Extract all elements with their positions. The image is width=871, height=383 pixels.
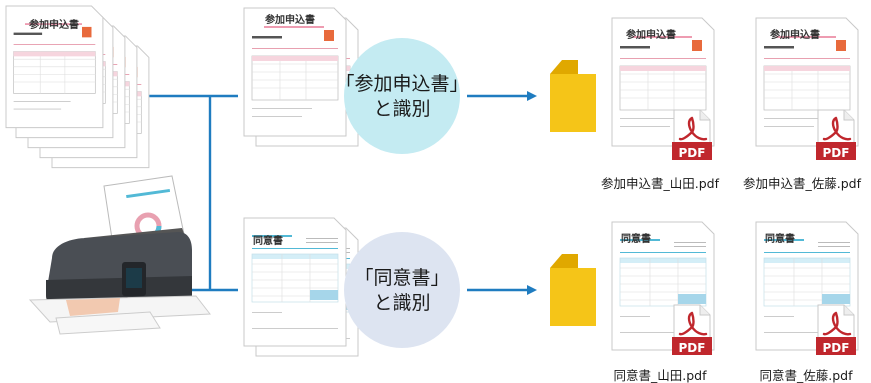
application-classify-line1: 「参加申込書」 bbox=[335, 73, 468, 95]
file-name: 同意書_山田.pdf bbox=[614, 368, 708, 383]
output-file-application-sato: 参加申込書 PDF 参加申込書_佐藤.pdf bbox=[743, 17, 862, 191]
output-doc-title: 同意書 bbox=[621, 232, 651, 245]
output-doc-title: 参加申込書 bbox=[770, 28, 820, 41]
file-name: 参加申込書_山田.pdf bbox=[601, 176, 720, 191]
folder-icon bbox=[550, 60, 596, 132]
stack-doc-title: 参加申込書 bbox=[29, 18, 79, 31]
pdf-badge-label: PDF bbox=[823, 146, 850, 160]
consent-classify-circle: 「同意書」 と識別 bbox=[344, 232, 460, 348]
pdf-badge-label: PDF bbox=[823, 341, 850, 355]
application-document-group: 参加申込書 bbox=[243, 7, 359, 147]
pdf-badge-label: PDF bbox=[679, 341, 706, 355]
application-classify-line2: と識別 bbox=[373, 98, 430, 120]
output-file-consent-sato: 同意書 PDF 同意書_佐藤.pdf bbox=[755, 221, 859, 383]
file-name: 参加申込書_佐藤.pdf bbox=[743, 176, 862, 191]
output-file-consent-yamada: 同意書 PDF 同意書_山田.pdf bbox=[611, 221, 715, 383]
consent-classify-line2: と識別 bbox=[373, 292, 430, 314]
file-name: 同意書_佐藤.pdf bbox=[760, 368, 854, 383]
consent-doc-title: 同意書 bbox=[253, 234, 283, 247]
output-file-application-yamada: 参加申込書 PDF 参加申込書_山田.pdf bbox=[601, 17, 720, 191]
scanner-icon bbox=[28, 175, 211, 335]
pdf-badge-label: PDF bbox=[679, 146, 706, 160]
output-doc-title: 同意書 bbox=[765, 232, 795, 245]
pdf-icon: PDF bbox=[814, 108, 858, 162]
pdf-icon: PDF bbox=[670, 303, 714, 357]
input-document-stack: 参加申込書 bbox=[5, 5, 150, 169]
application-doc-title: 参加申込書 bbox=[265, 13, 315, 26]
consent-classify-line1: 「同意書」 bbox=[354, 267, 449, 289]
application-classify-circle: 「参加申込書」 と識別 bbox=[335, 38, 469, 154]
output-doc-title: 参加申込書 bbox=[626, 28, 676, 41]
folder-icon bbox=[550, 254, 596, 326]
pdf-icon: PDF bbox=[670, 108, 714, 162]
consent-document-group: 同意書 bbox=[243, 217, 359, 357]
pdf-icon: PDF bbox=[814, 303, 858, 357]
